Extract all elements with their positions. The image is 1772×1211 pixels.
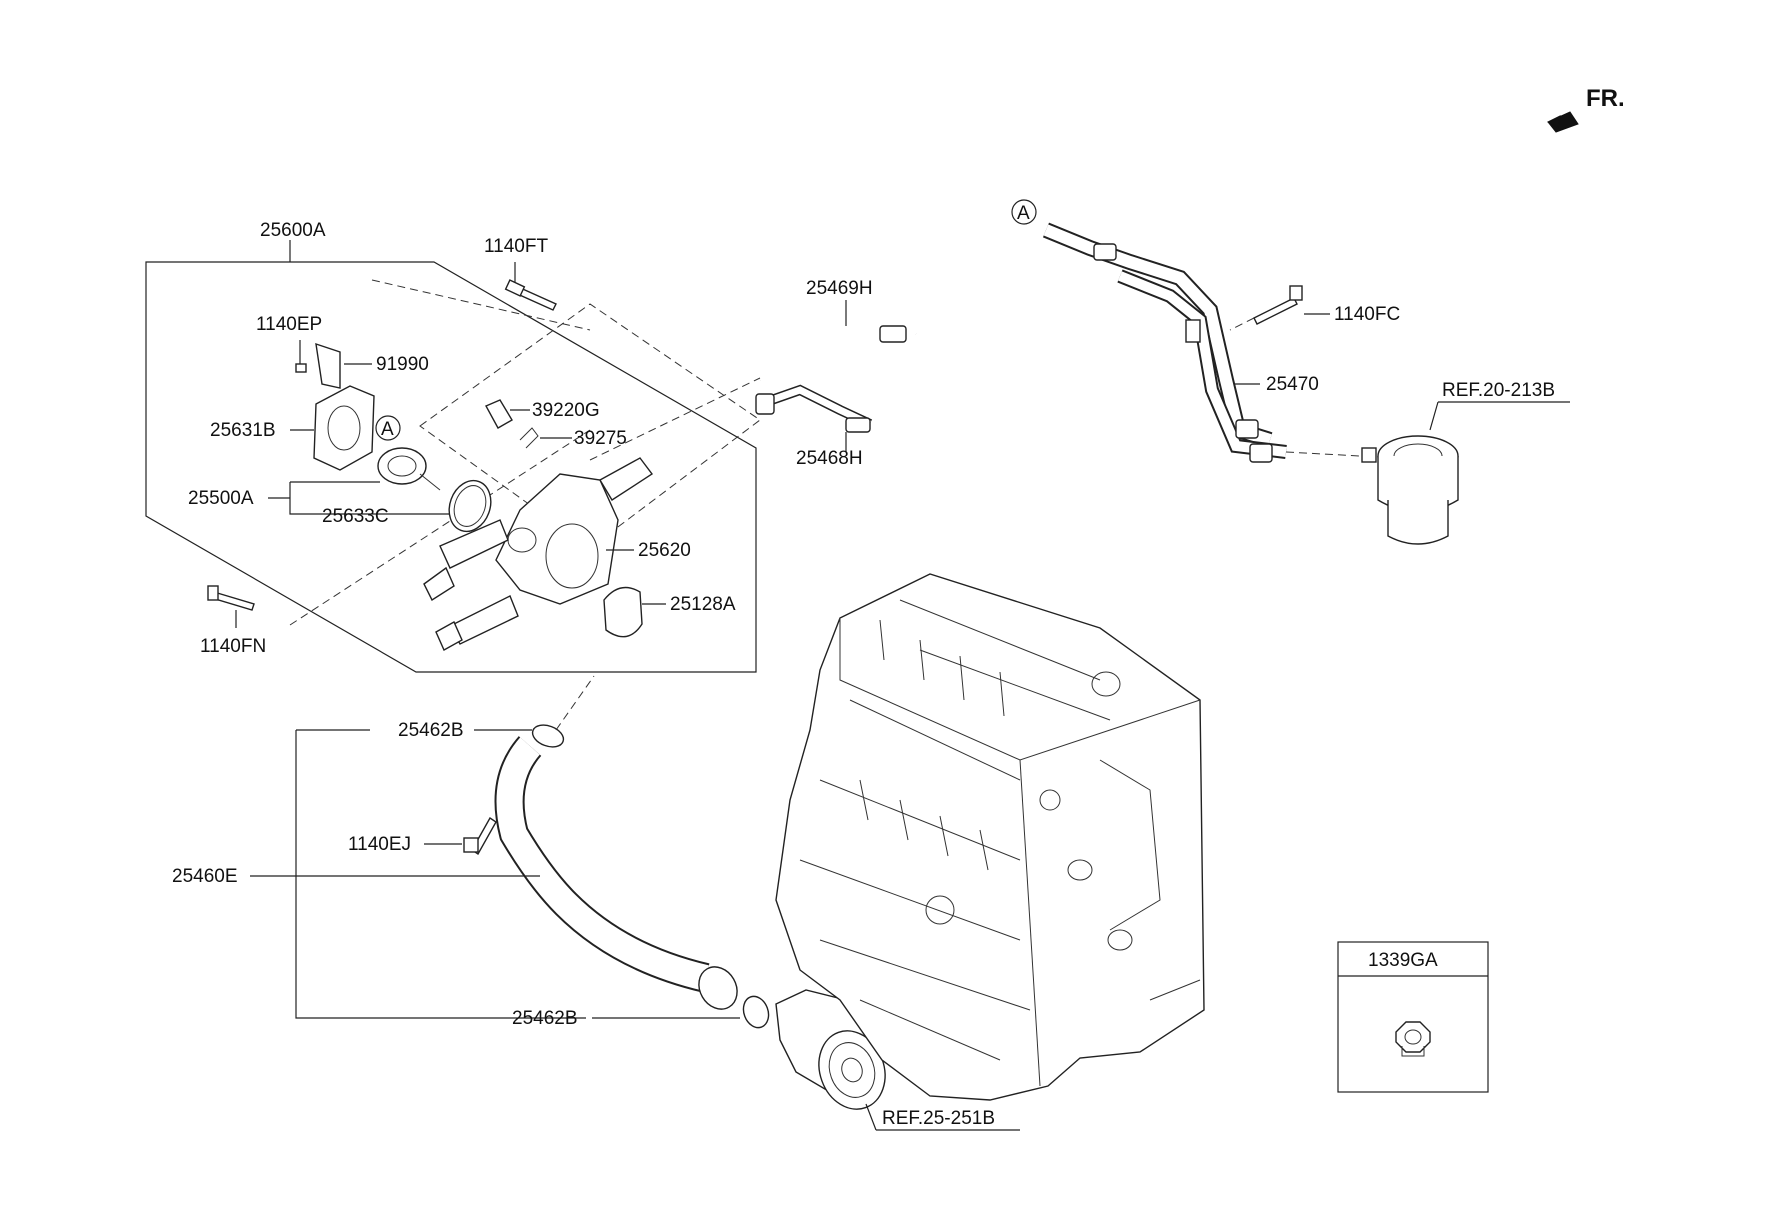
- engine-block: [775, 573, 1205, 1101]
- part-label-25462B-bottom[interactable]: 25462B: [512, 1008, 578, 1029]
- part-label-39220G[interactable]: 39220G: [532, 400, 600, 421]
- pipe-25468H[interactable]: 25468H: [589, 377, 873, 469]
- part-label-25600A[interactable]: 25600A: [260, 220, 326, 241]
- bracket-91990[interactable]: 1140EP 91990: [256, 314, 429, 389]
- thermostat-housing-25620[interactable]: 25620: [423, 457, 691, 651]
- bolt-1140EJ[interactable]: 1140EJ: [348, 816, 497, 856]
- part-label-1140FN[interactable]: 1140FN: [200, 636, 266, 657]
- front-label: FR.: [1586, 85, 1625, 112]
- bolt-1140FC[interactable]: 1140FC: [1229, 285, 1400, 331]
- part-label-25631B[interactable]: 25631B: [210, 420, 276, 441]
- part-label-25460E[interactable]: 25460E: [172, 866, 238, 887]
- part-label-39275[interactable]: 39275: [574, 428, 627, 449]
- part-label-1140EJ[interactable]: 1140EJ: [348, 834, 411, 855]
- part-label-25500A[interactable]: 25500A: [188, 488, 254, 509]
- callout-A-right: A: [1011, 199, 1037, 225]
- front-arrow-icon: [1546, 111, 1579, 133]
- pipe-25469H[interactable]: 25469H: [757, 278, 917, 383]
- thermostat-cover-25631B[interactable]: 25631B: [210, 385, 375, 471]
- nut-icon: [1395, 1021, 1431, 1053]
- gasket-25128A[interactable]: 25128A: [603, 586, 736, 638]
- thermostat-25500A[interactable]: 25500A: [188, 447, 441, 515]
- part-label-1140EP[interactable]: 1140EP: [256, 314, 322, 335]
- part-label-25462B-top[interactable]: 25462B: [398, 720, 464, 741]
- part-label-25470[interactable]: 25470: [1266, 374, 1319, 395]
- part-label-25620[interactable]: 25620: [638, 540, 691, 561]
- part-label-25633C[interactable]: 25633C: [322, 506, 389, 527]
- oil-cooler-ref-20-213B[interactable]: REF.20-213B: [1285, 380, 1570, 545]
- bolt-1140FT[interactable]: 1140FT: [484, 236, 557, 311]
- hose-clamp-25462B-bottom[interactable]: [739, 993, 772, 1031]
- gasket-25633C[interactable]: 25633C: [300, 475, 498, 538]
- hose-assembly-25470[interactable]: 25470: [1042, 222, 1319, 463]
- hose-group-25460E: 25462B 25462B: [295, 720, 740, 1029]
- thermostat-assembly-group: 25600A: [145, 220, 761, 673]
- sensor-39220G[interactable]: 39220G: [485, 399, 600, 429]
- callout-A-left: A: [375, 415, 401, 441]
- callout-A-left-label: A: [381, 419, 394, 440]
- hose-25460E[interactable]: 25460E: [172, 736, 745, 1016]
- part-label-91990[interactable]: 91990: [376, 354, 429, 375]
- part-label-1140FC[interactable]: 1140FC: [1334, 304, 1400, 325]
- part-label-1339GA[interactable]: 1339GA: [1368, 950, 1438, 971]
- clip-39275[interactable]: 39275: [519, 427, 627, 449]
- group-outline-25600A: [145, 261, 757, 673]
- bolt-1140FN[interactable]: 1140FN: [200, 585, 266, 657]
- hose-clamp-25462B-top[interactable]: [530, 675, 595, 751]
- nut-1339GA-box[interactable]: 1339GA: [1337, 941, 1489, 1093]
- front-direction-indicator: FR.: [1546, 85, 1625, 133]
- part-label-25469H[interactable]: 25469H: [806, 278, 873, 299]
- part-label-1140FT[interactable]: 1140FT: [484, 236, 548, 257]
- ref-label-20-213B[interactable]: REF.20-213B: [1442, 380, 1555, 401]
- ref-label-25-251B[interactable]: REF.25-251B: [882, 1108, 995, 1129]
- part-label-25128A[interactable]: 25128A: [670, 594, 736, 615]
- callout-A-right-label: A: [1017, 203, 1030, 224]
- part-label-25468H[interactable]: 25468H: [796, 448, 863, 469]
